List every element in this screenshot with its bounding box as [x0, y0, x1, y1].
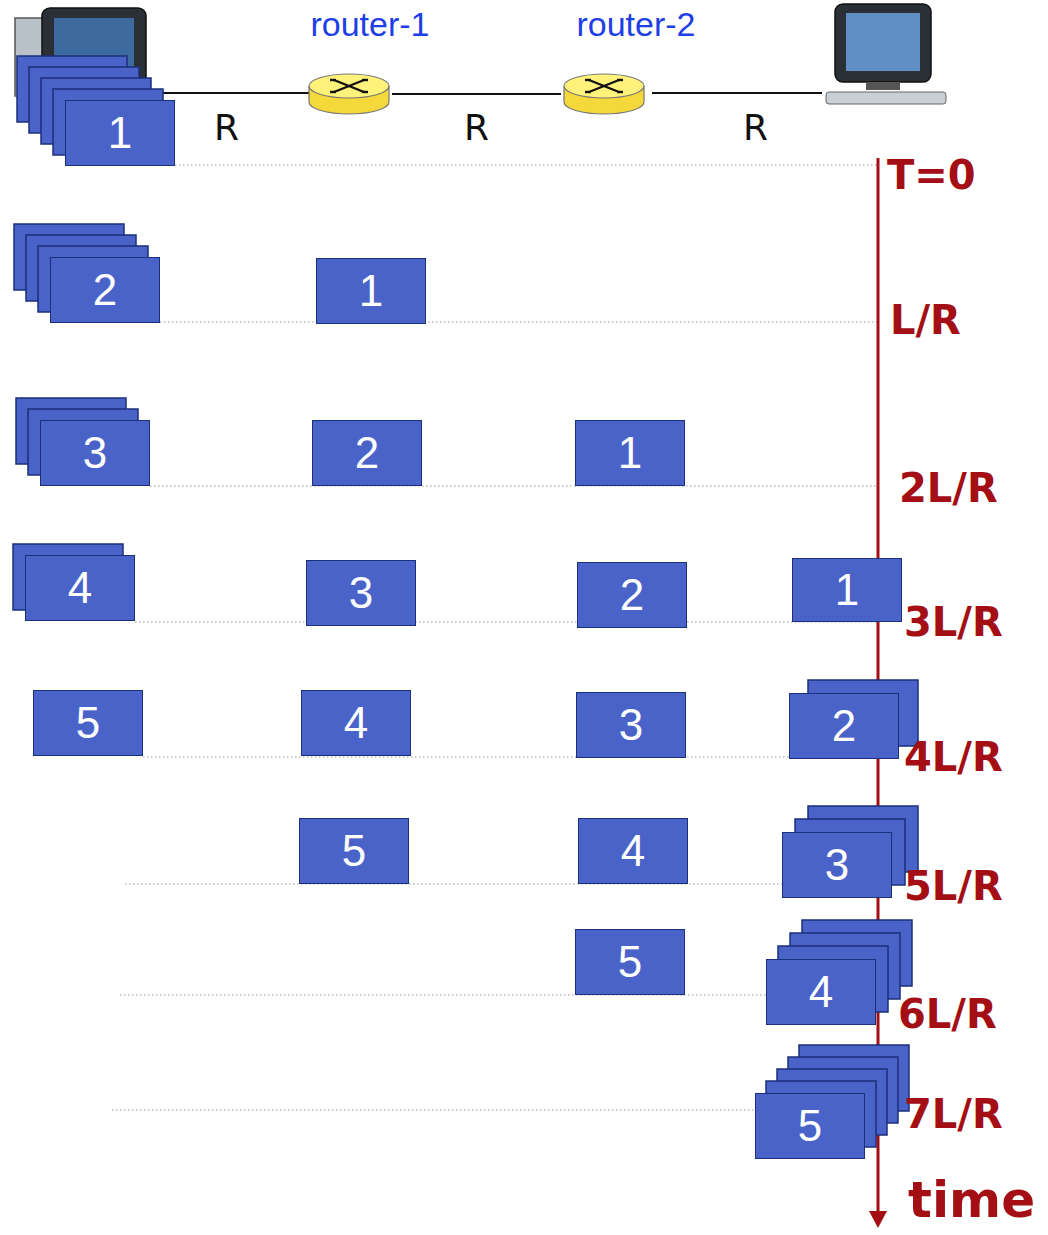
packet-number: 2: [355, 431, 379, 475]
packet-number: 3: [825, 843, 849, 887]
link-line: [392, 93, 561, 95]
time-label: 5L/R: [904, 864, 1003, 908]
router-label: router-1: [294, 6, 446, 43]
packet-number: 2: [93, 268, 117, 312]
packet-box: 4: [25, 555, 135, 621]
packet-box: 4: [578, 818, 688, 884]
packet-box: 5: [33, 690, 143, 756]
packet-box: 5: [299, 818, 409, 884]
packet-box: 3: [306, 560, 416, 626]
packet-number: 4: [809, 970, 833, 1014]
router-symbol: [561, 72, 647, 116]
packet-number: 2: [620, 573, 644, 617]
packet-box: 1: [316, 258, 426, 324]
packet-box: 3: [40, 420, 150, 486]
link-rate: R: [743, 108, 768, 148]
packet-number: 5: [798, 1104, 822, 1148]
packet-box: 1: [65, 100, 175, 166]
packet-number: 4: [344, 701, 368, 745]
link-line: [155, 92, 822, 94]
packet-number: 1: [108, 111, 132, 155]
link-rate: R: [214, 108, 239, 148]
packet-box: 2: [789, 693, 899, 759]
router-label: router-2: [560, 6, 712, 43]
packet-number: 3: [83, 431, 107, 475]
packet-number: 5: [76, 701, 100, 745]
packet-box: 2: [577, 562, 687, 628]
link-rate: R: [462, 108, 491, 148]
packet-box: 4: [301, 690, 411, 756]
packet-box: 3: [782, 832, 892, 898]
time-label: time: [908, 1173, 1035, 1228]
packet-number: 5: [618, 940, 642, 984]
packet-box: 3: [576, 692, 686, 758]
packet-number: 5: [342, 829, 366, 873]
packet-number: 4: [68, 566, 92, 610]
packet-number: 1: [835, 568, 859, 612]
computer-icon: [826, 4, 946, 104]
time-label: L/R: [890, 298, 961, 342]
packet-box: 5: [755, 1093, 865, 1159]
packet-number: 1: [359, 269, 383, 313]
packet-number: 2: [832, 704, 856, 748]
time-label: T=0: [887, 153, 976, 197]
time-label: 7L/R: [904, 1092, 1003, 1136]
time-label: 6L/R: [898, 992, 997, 1036]
packet-box: 4: [766, 959, 876, 1025]
packet-number: 3: [619, 703, 643, 747]
packet-number: 4: [621, 829, 645, 873]
time-label: 4L/R: [904, 735, 1003, 779]
packet-box: 1: [575, 420, 685, 486]
router-node: router-1: [294, 2, 446, 117]
packet-number: 1: [618, 431, 642, 475]
time-label: 2L/R: [899, 466, 998, 510]
time-guide: [112, 165, 878, 1110]
packet-box: 2: [312, 420, 422, 486]
packet-box: 2: [50, 257, 160, 323]
packet-number: 3: [349, 571, 373, 615]
time-label: 3L/R: [904, 600, 1003, 644]
packet-stack: [766, 680, 918, 1147]
router-node: router-2: [560, 2, 712, 117]
router-symbol: [306, 72, 392, 116]
packet-box: 5: [575, 929, 685, 995]
packet-box: 1: [792, 558, 902, 622]
